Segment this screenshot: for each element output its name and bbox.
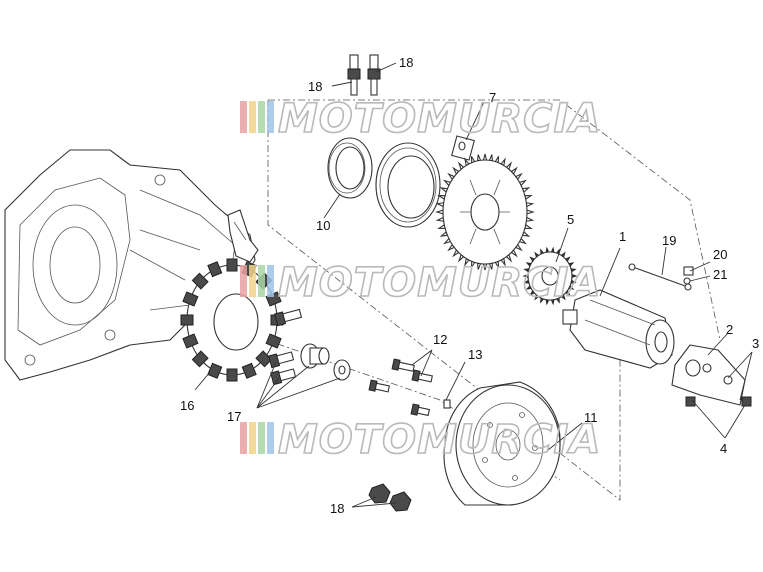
stator-coil — [255, 350, 273, 368]
stator-coil — [226, 368, 238, 382]
watermark-text: MOTOMURCIA — [278, 417, 601, 463]
callout-3: 3 — [752, 336, 759, 351]
watermark-stripe — [267, 265, 274, 297]
watermark-stripe — [240, 101, 247, 133]
gear-tooth — [526, 209, 535, 215]
one-way-clutch-ring — [327, 137, 373, 199]
cable-nuts — [683, 266, 694, 285]
idler-gear — [522, 246, 578, 306]
watermark-stripe — [258, 101, 265, 133]
spark-plugs — [347, 54, 381, 96]
callout-10: 10 — [316, 218, 330, 233]
callout-labels: 1 2 3 4 5 7 10 11 12 13 16 17 18 18 18 1… — [180, 55, 759, 516]
flange-nuts — [368, 483, 412, 512]
starter-cable — [628, 263, 692, 291]
callout-17: 17 — [227, 409, 241, 424]
small-clip — [451, 135, 475, 161]
cover-plate — [375, 142, 441, 228]
stator-coil — [182, 291, 199, 307]
flywheel-bolts — [368, 358, 451, 417]
stator-coil — [265, 333, 282, 349]
watermark-stripe — [249, 101, 256, 133]
motor-bracket — [671, 344, 746, 406]
watermark-stripe — [267, 422, 274, 454]
callout-19: 19 — [662, 233, 676, 248]
bracket-bolts — [685, 363, 752, 407]
stator-coil — [191, 272, 209, 290]
watermark-text: MOTOMURCIA — [278, 96, 601, 142]
shaft-bushing — [300, 343, 330, 369]
callout-12: 12 — [433, 332, 447, 347]
starter-motor — [562, 289, 675, 369]
watermark-top: MOTOMURCIA — [240, 95, 601, 143]
leader-lines — [194, 62, 753, 508]
gear-tooth — [435, 209, 444, 215]
stator-coil — [182, 333, 199, 349]
callout-5: 5 — [567, 212, 574, 227]
callout-1: 1 — [619, 229, 626, 244]
washer — [333, 359, 351, 381]
watermark-stripe — [249, 422, 256, 454]
watermark-stripe — [267, 101, 274, 133]
sensor-bracket — [227, 209, 259, 263]
crankcase-cover — [4, 149, 256, 381]
watermark-stripe — [240, 422, 247, 454]
gear-tooth — [482, 153, 488, 161]
callout-18-right: 18 — [399, 55, 413, 70]
starter-driven-gear — [435, 153, 535, 271]
watermark-stripe — [258, 422, 265, 454]
callout-18-left: 18 — [308, 79, 322, 94]
stator-coil — [241, 362, 257, 379]
stator-coil — [207, 261, 223, 278]
callout-2: 2 — [726, 322, 733, 337]
stator-coil — [180, 314, 194, 326]
stator-coil — [226, 258, 238, 272]
stator-coil — [207, 362, 223, 379]
callout-20: 20 — [713, 247, 727, 262]
flywheel-rotor — [443, 381, 561, 506]
assembly-guide-lines — [149, 99, 721, 501]
callout-16: 16 — [180, 398, 194, 413]
watermark-stripe — [258, 265, 265, 297]
callout-7: 7 — [489, 90, 496, 105]
watermark-middle: MOTOMURCIA — [240, 259, 601, 307]
callout-13: 13 — [468, 347, 482, 362]
watermark-bottom: MOTOMURCIA — [240, 416, 601, 464]
callout-11: 11 — [584, 410, 598, 425]
callout-4: 4 — [720, 441, 727, 456]
watermark-stripe — [240, 265, 247, 297]
stator-coil — [191, 350, 209, 368]
callout-18-bottom: 18 — [330, 501, 344, 516]
callout-21: 21 — [713, 267, 727, 282]
watermark-stripe — [249, 265, 256, 297]
stator-screws — [268, 308, 303, 386]
watermark-text: MOTOMURCIA — [278, 260, 601, 306]
